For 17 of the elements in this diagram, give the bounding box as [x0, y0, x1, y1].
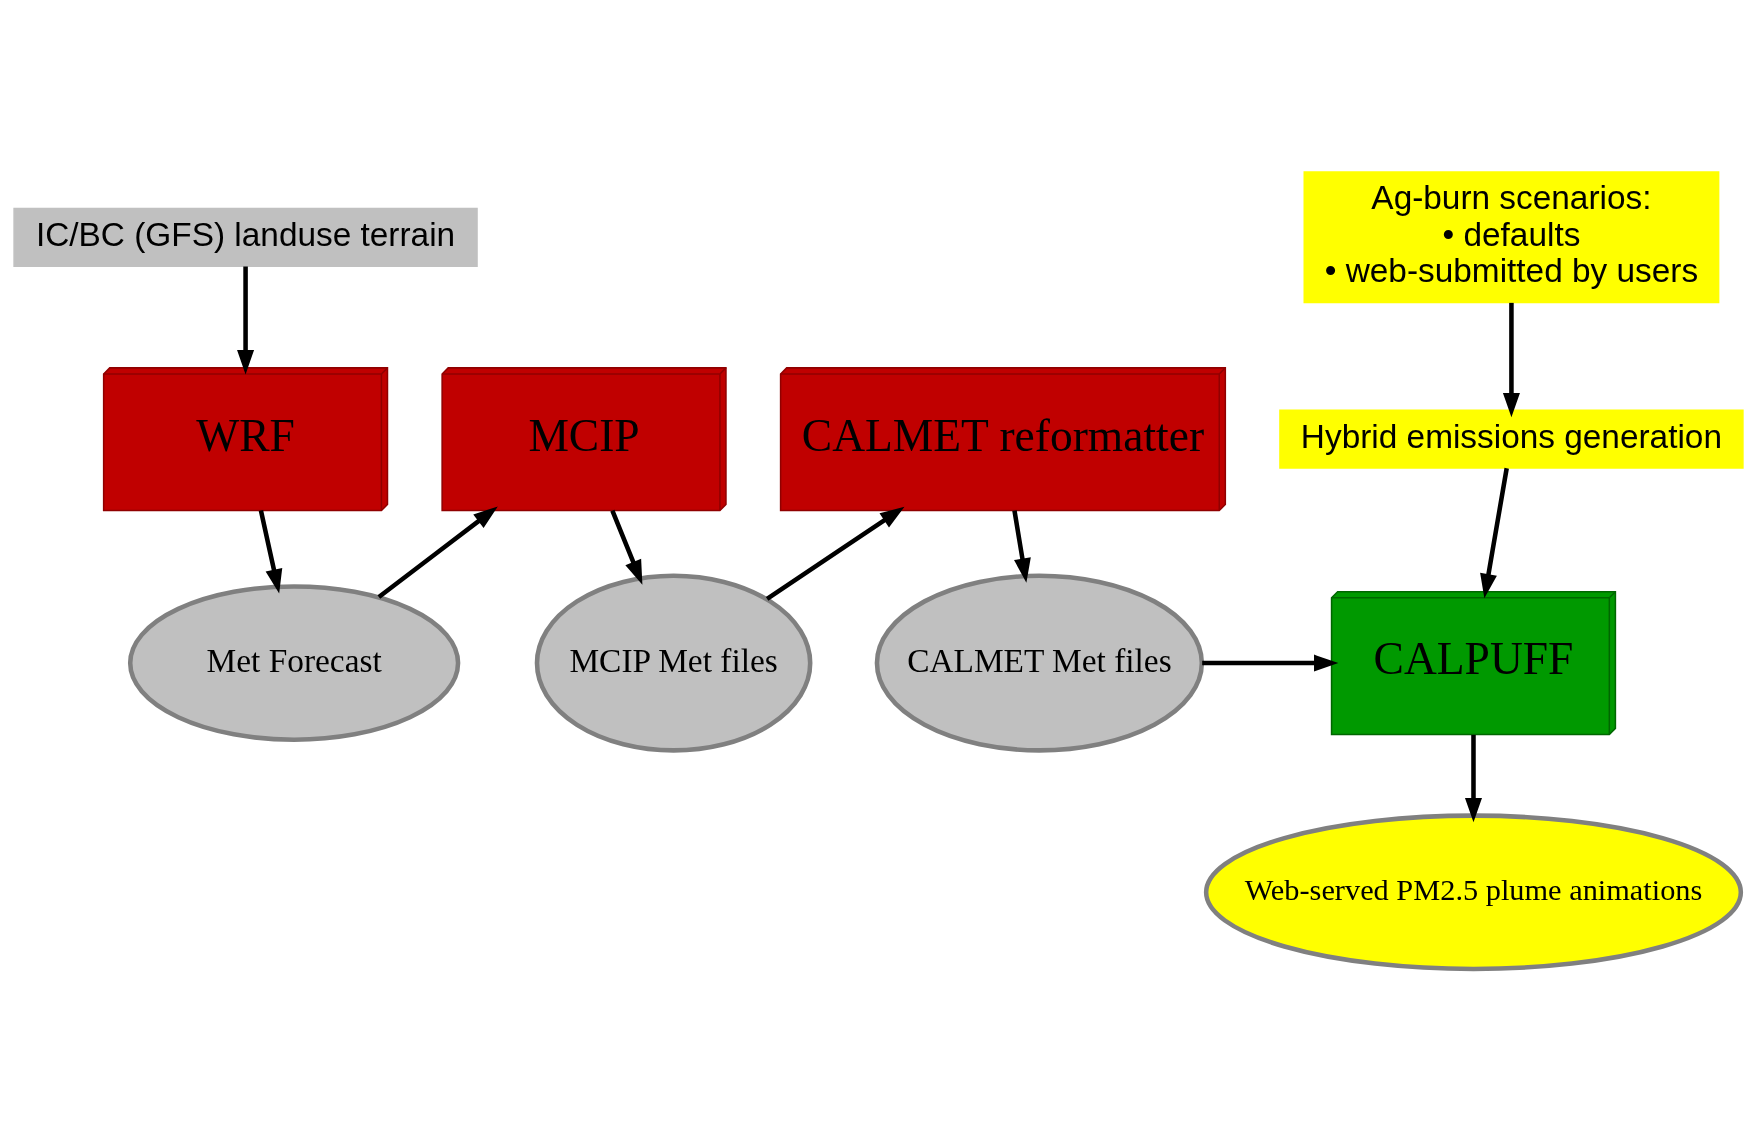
arrow — [237, 266, 255, 375]
node-ellipse: Web-served PM2.5 plume animations — [1203, 813, 1744, 972]
node-ellipse: MCIP Met files — [534, 573, 813, 753]
arrow — [1480, 467, 1509, 599]
node-box: IC/BC (GFS) landuse terrain — [13, 207, 478, 267]
arrow — [610, 509, 643, 585]
node-ellipse: Met Forecast — [127, 584, 461, 742]
arrow — [1202, 654, 1339, 672]
node-box: Hybrid emissions generation — [1279, 409, 1744, 469]
node-ellipse: CALMET Met files — [874, 573, 1205, 753]
arrow — [1464, 734, 1482, 823]
node-box: Ag-burn scenarios: • defaults • web-submitted by users — [1303, 171, 1720, 304]
arrow — [258, 510, 283, 594]
arrow — [377, 506, 498, 599]
arrow — [1502, 302, 1520, 418]
arrow — [765, 506, 905, 601]
arrow — [1012, 510, 1031, 583]
